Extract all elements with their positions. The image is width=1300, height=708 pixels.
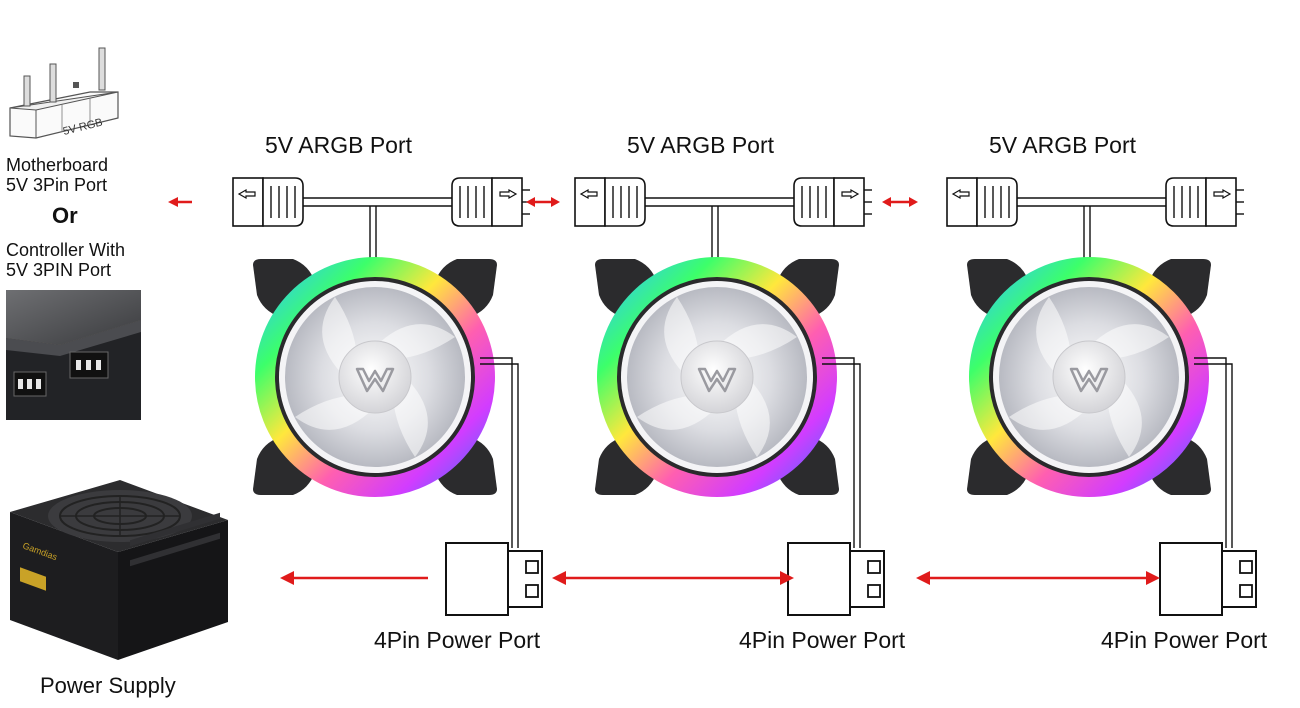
fan-power-wire bbox=[480, 357, 513, 548]
power-port-label-1: 4Pin Power Port bbox=[374, 627, 541, 653]
rgb-fan-icon bbox=[967, 259, 1211, 495]
controller-photo bbox=[6, 290, 141, 420]
fan-power-wire bbox=[1194, 363, 1233, 548]
or-label: Or bbox=[52, 203, 78, 228]
power-supply-icon: Gamdias bbox=[10, 480, 228, 660]
molex-connector-icon bbox=[445, 542, 543, 616]
molex-connector-icon bbox=[1159, 542, 1257, 616]
arrow-to-psu bbox=[280, 571, 428, 585]
controller-label-line1: Controller With bbox=[6, 240, 126, 260]
fan-power-wire bbox=[480, 363, 519, 548]
argb-port-label-2: 5V ARGB Port bbox=[627, 132, 775, 158]
argb-link-arrow-2-3 bbox=[882, 197, 918, 207]
arrow-to-motherboard bbox=[168, 197, 192, 207]
rgb-fan-icon bbox=[595, 259, 839, 495]
argb-port-label-1: 5V ARGB Port bbox=[265, 132, 413, 158]
argb-connector-icon bbox=[946, 177, 1018, 227]
fan-assembly-1 bbox=[232, 177, 543, 616]
rgb-header-icon: 5V RGB bbox=[9, 47, 119, 139]
argb-connector-icon bbox=[451, 177, 531, 227]
argb-link-arrow-1-2 bbox=[526, 197, 560, 207]
power-port-label-3: 4Pin Power Port bbox=[1101, 627, 1268, 653]
molex-connector-icon bbox=[787, 542, 885, 616]
fan-power-wire bbox=[1194, 357, 1227, 548]
rgb-fan-icon bbox=[253, 259, 497, 495]
motherboard-label-line2: 5V 3Pin Port bbox=[6, 175, 108, 195]
argb-port-label-3: 5V ARGB Port bbox=[989, 132, 1137, 158]
power-port-label-2: 4Pin Power Port bbox=[739, 627, 906, 653]
fan-assembly-3 bbox=[946, 177, 1257, 616]
power-link-arrow-1-2 bbox=[552, 571, 794, 585]
fan-assembly-2 bbox=[574, 177, 885, 616]
argb-connector-icon bbox=[574, 177, 646, 227]
motherboard-label-line1: Motherboard bbox=[6, 155, 109, 175]
argb-connector-icon bbox=[232, 177, 304, 227]
controller-label-line2: 5V 3PIN Port bbox=[6, 260, 112, 280]
power-supply-label: Power Supply bbox=[40, 673, 176, 698]
argb-connector-icon bbox=[1165, 177, 1245, 227]
fan-power-wire bbox=[822, 363, 861, 548]
argb-connector-icon bbox=[793, 177, 873, 227]
power-link-arrow-2-3 bbox=[916, 571, 1160, 585]
fan-power-wire bbox=[822, 357, 855, 548]
